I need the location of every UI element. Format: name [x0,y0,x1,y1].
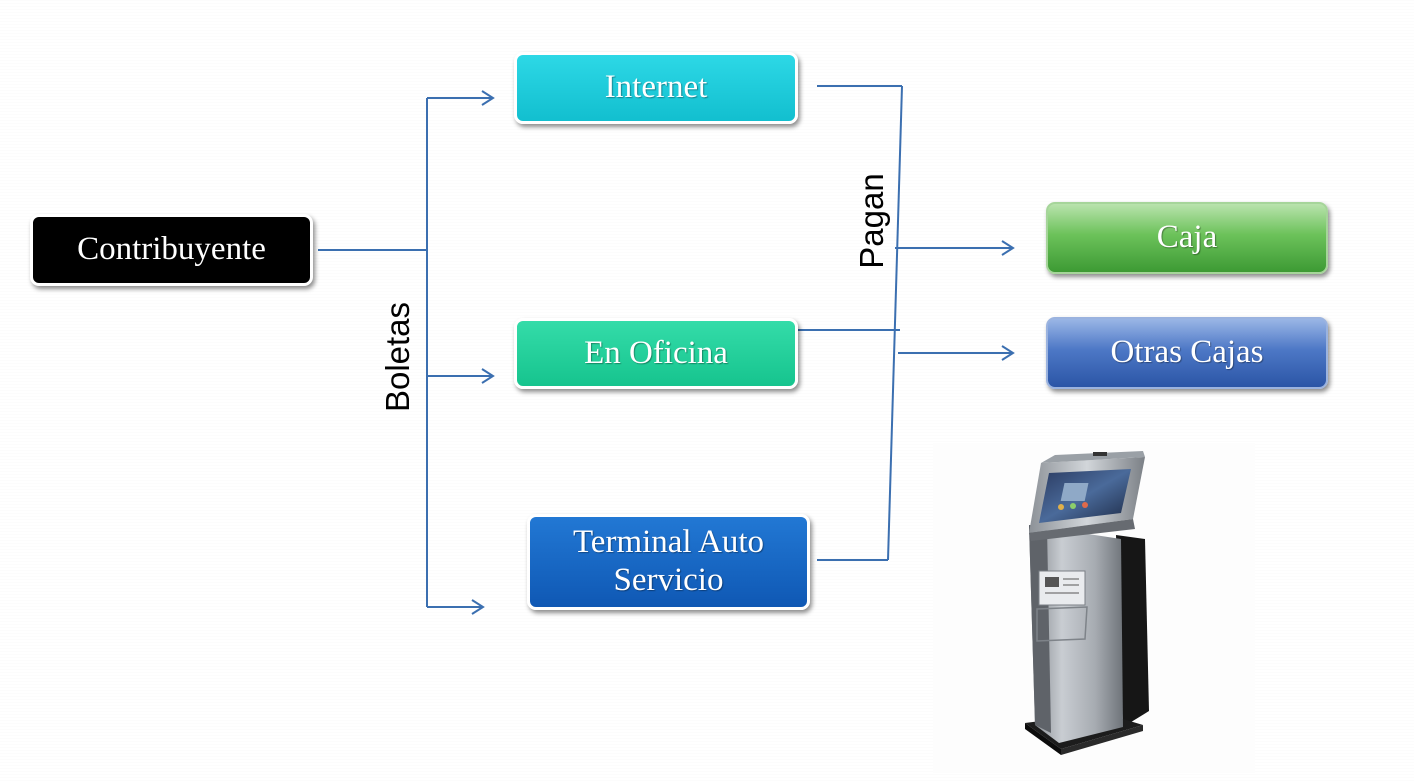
node-caja-label: Caja [1156,219,1218,256]
node-caja: Caja [1046,202,1328,274]
arrowheads [471,90,1015,615]
edge-label-pagan: Pagan [853,173,890,269]
arrowhead-caja [1001,240,1015,256]
kiosk-illustration-icon [1025,451,1149,755]
node-terminal-label-line2: Servicio [613,562,724,598]
edge-label-boletas: Boletas [379,301,416,413]
node-internet: Internet [514,52,798,124]
node-contribuyente: Contribuyente [30,214,313,286]
node-en-oficina-label: En Oficina [584,334,728,371]
arrowhead-terminal [471,599,485,615]
node-en-oficina: En Oficina [514,318,798,389]
arrowhead-oficina [481,368,495,384]
connector-pagan-trunk [887,85,903,561]
kiosk-image [933,443,1255,773]
node-contribuyente-label: Contribuyente [77,231,266,268]
node-terminal-auto-servicio: Terminal Auto Servicio [527,514,810,610]
node-terminal-label-line1: Terminal Auto [572,524,765,561]
arrowhead-otras-cajas [1001,345,1015,361]
node-otras-cajas: Otras Cajas [1046,317,1328,389]
node-internet-label: Internet [604,69,708,106]
arrowhead-internet [481,90,495,106]
node-otras-cajas-label: Otras Cajas [1110,334,1264,371]
